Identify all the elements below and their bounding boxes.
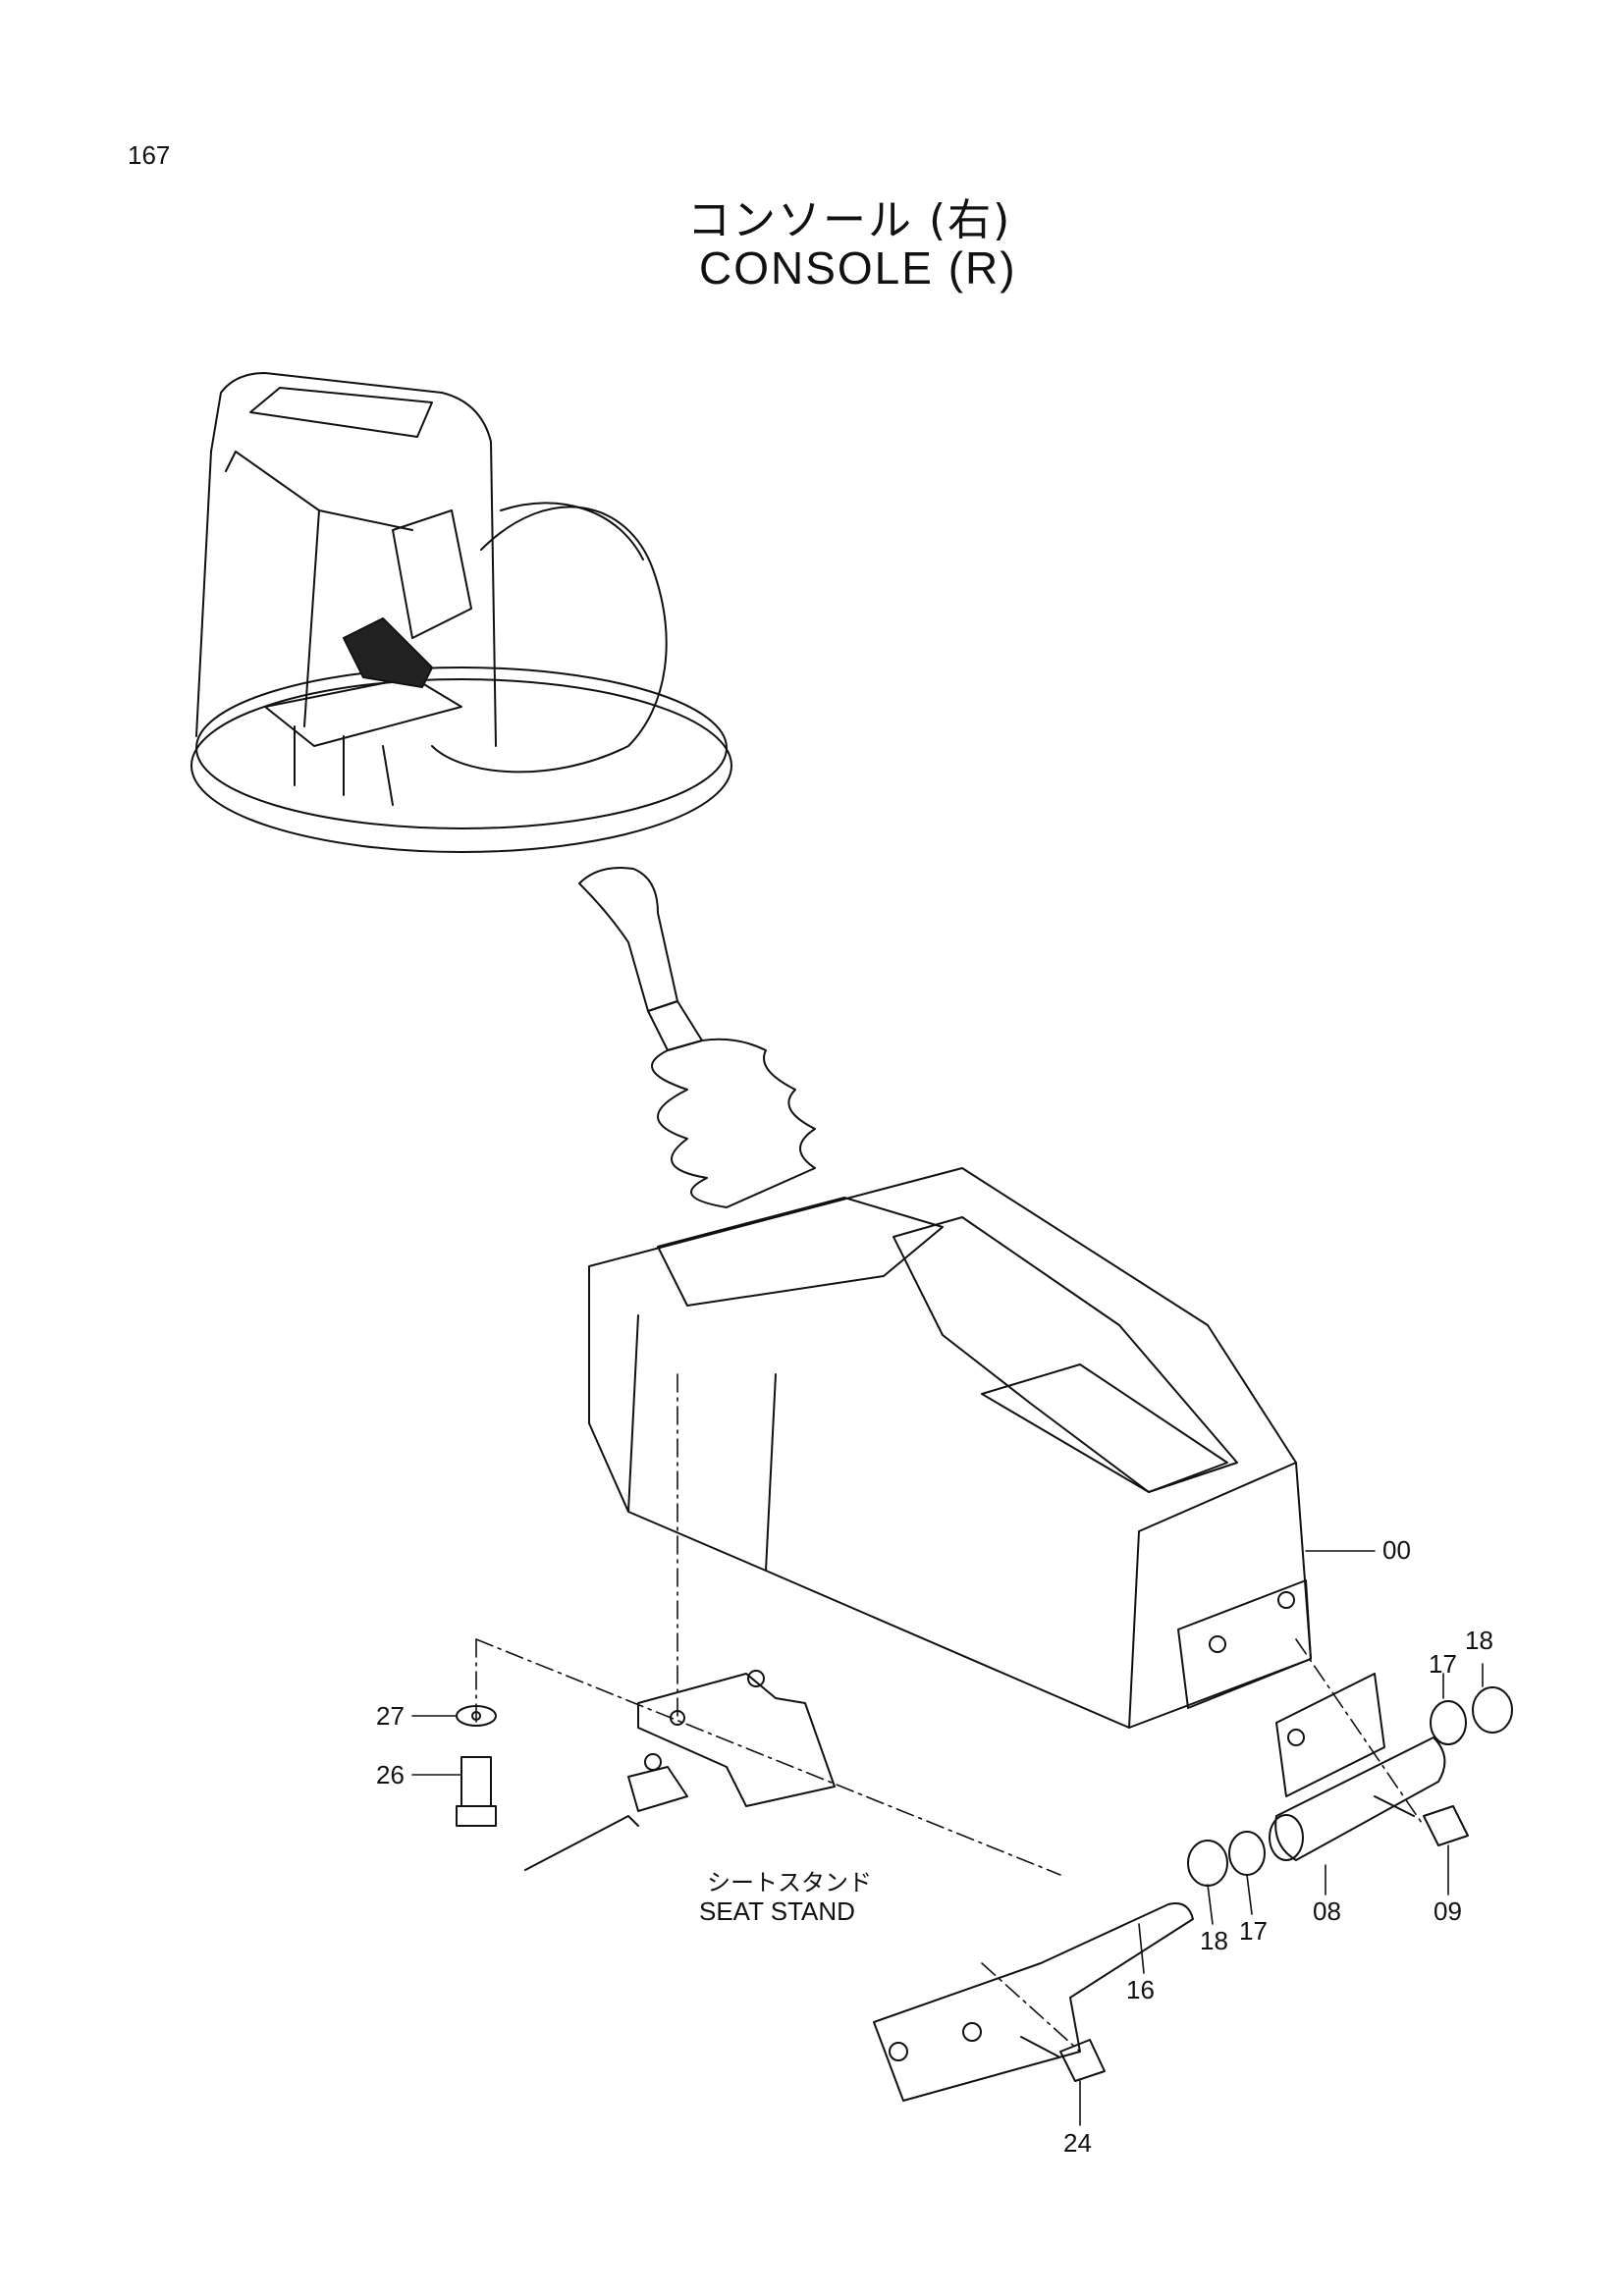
snap-ring-18-left: [1188, 1841, 1227, 1886]
washer-27-hole: [472, 1712, 480, 1720]
lever-boot: [652, 1040, 815, 1207]
lever-bracket-16: [874, 1903, 1193, 2101]
bolt-24-shank: [1021, 2037, 1058, 2056]
lever-bracket-hole-1: [890, 2043, 907, 2060]
console-top-plate: [658, 1198, 943, 1306]
console-hole-2: [1278, 1592, 1294, 1608]
seat-stand-label-japanese: シートスタンド: [707, 1869, 872, 1896]
excavator-overview: [191, 373, 731, 852]
seat-stand-bolt-3: [645, 1754, 661, 1770]
pin-end-08: [1270, 1815, 1303, 1860]
seat-stand-frame: [525, 1671, 835, 1870]
part-label-09: 09: [1434, 1896, 1462, 1926]
bolt-09: [1424, 1806, 1468, 1845]
seat-stand-rail: [638, 1674, 835, 1806]
page-number: 167: [128, 140, 171, 170]
fasteners-left: [457, 1706, 496, 1826]
bolt-24: [1060, 2040, 1105, 2081]
pin-assembly: [1188, 1674, 1512, 1886]
bolt-09-shank: [1375, 1796, 1414, 1816]
mounting-bracket-hole: [1288, 1730, 1304, 1745]
bolt-26-head: [457, 1806, 496, 1826]
title-english: CONSOLE (R): [699, 242, 1017, 294]
console-front-face: [1129, 1463, 1296, 1728]
leader-16: [1139, 1924, 1144, 1973]
part-label-16: 16: [1126, 1975, 1155, 2004]
centerline-pin: [1296, 1639, 1424, 1826]
counterweight-housing: [432, 507, 667, 772]
seat-stand-label-english: SEAT STAND: [699, 1896, 855, 1926]
title-japanese: コンソール (右): [687, 195, 1012, 245]
leader-17-left: [1247, 1875, 1252, 1914]
console-body: [589, 1168, 1311, 1728]
cab-left-edge: [196, 452, 211, 736]
cab-window-right: [393, 510, 471, 638]
snap-ring-18-right: [1473, 1687, 1512, 1733]
lever-bracket-hole-2: [963, 2023, 981, 2041]
lever-bracket-assembly: [874, 1903, 1193, 2101]
snap-ring-17-left: [1229, 1832, 1265, 1875]
leader-18-left: [1208, 1885, 1213, 1924]
leader-lines: [412, 1551, 1483, 2125]
part-label-26: 26: [376, 1760, 405, 1789]
console-mount-plate: [1178, 1580, 1311, 1708]
seat-frame: [295, 726, 393, 805]
lever-grip: [579, 868, 677, 1011]
counterweight-ridge: [501, 503, 643, 560]
console-tray: [982, 1364, 1227, 1492]
console-side-line: [628, 1315, 776, 1571]
part-label-00: 00: [1382, 1535, 1411, 1565]
cab-pillar: [319, 510, 412, 530]
seat-stand-base-line: [525, 1816, 638, 1870]
centerline-diagonal-seat: [476, 1639, 1060, 1875]
center-lines: [476, 1374, 1424, 2052]
part-label-08: 08: [1313, 1896, 1341, 1926]
cab-window-left: [226, 452, 319, 726]
part-label-24: 24: [1063, 2128, 1092, 2158]
part-label-18-left: 18: [1200, 1926, 1228, 1955]
console-armrest-channel: [893, 1217, 1237, 1492]
pin-body-08: [1275, 1737, 1444, 1860]
console-hole-1: [1210, 1636, 1225, 1652]
console-highlight: [344, 618, 432, 687]
cab-roof-panel: [250, 388, 432, 437]
part-label-17-right: 17: [1429, 1649, 1457, 1679]
console-outline: [589, 1168, 1311, 1728]
part-label-17-left: 17: [1239, 1916, 1268, 1946]
part-label-18-right: 18: [1465, 1626, 1493, 1655]
mounting-bracket: [1276, 1674, 1384, 1796]
upper-body-base-inner: [196, 667, 727, 828]
centerline-bracket-24: [982, 1963, 1080, 2052]
upper-body-base: [191, 679, 731, 852]
part-label-27: 27: [376, 1701, 405, 1731]
cab-outline: [211, 373, 496, 746]
seat-stand-bracket: [628, 1767, 687, 1811]
snap-ring-17-right: [1431, 1701, 1466, 1744]
control-lever: [579, 868, 815, 1207]
seat-stand-bolt-2: [748, 1671, 764, 1686]
bolt-26: [461, 1757, 491, 1806]
cab-floor: [265, 677, 461, 746]
